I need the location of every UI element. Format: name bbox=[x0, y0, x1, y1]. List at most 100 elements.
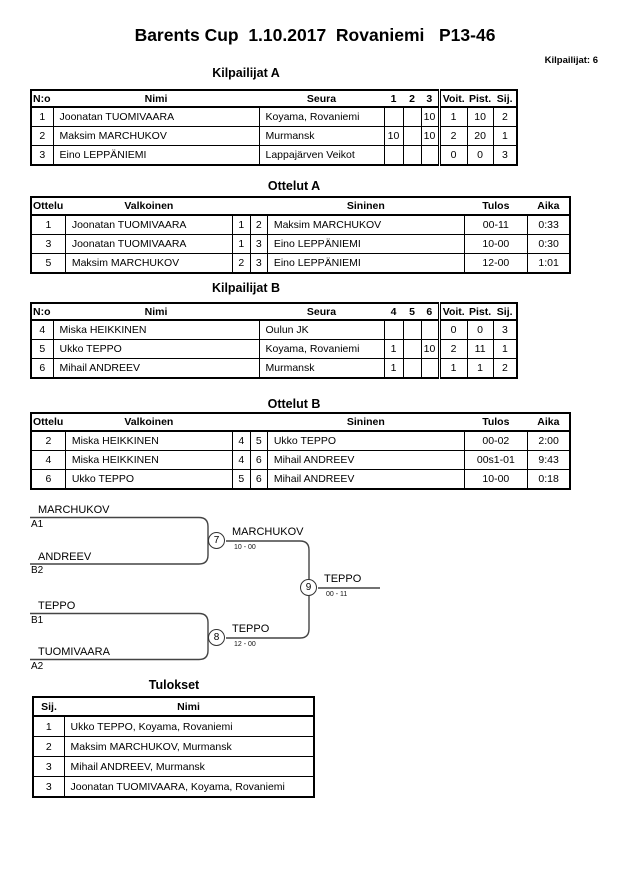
header-cell bbox=[250, 413, 268, 432]
header-cell: 4 bbox=[384, 303, 403, 321]
section-heading-ottelut-b: Ottelut B bbox=[267, 397, 321, 411]
cell: 00s1-01 bbox=[463, 450, 528, 470]
cell: Koyama, Rovaniemi bbox=[258, 106, 385, 127]
header-cell: N:o bbox=[31, 90, 53, 108]
cell: 00-02 bbox=[463, 430, 528, 451]
kilpailijat-b-table: N:o Nimi Seura 4 5 6 Voit. Pist. Sij. 4 … bbox=[30, 302, 519, 379]
header-cell: 6 bbox=[421, 303, 439, 321]
cell: Eino LEPPÄNIEMI bbox=[52, 145, 260, 166]
header-row: N:o Nimi Seura 1 2 3 Voit. Pist. Sij. bbox=[31, 90, 518, 108]
table-row: 3 Eino LEPPÄNIEMI Lappajärven Veikot 0 0… bbox=[30, 145, 518, 166]
table-row: 3 Joonatan TUOMIVAARA, Koyama, Rovaniemi bbox=[32, 776, 315, 798]
header-cell: Sij. bbox=[493, 303, 518, 321]
table-row: 3 Mihail ANDREEV, Murmansk bbox=[32, 756, 315, 777]
cell: Ukko TEPPO bbox=[64, 469, 233, 490]
cell: 9:43 bbox=[526, 450, 571, 470]
cell: 10 bbox=[383, 126, 404, 146]
cell: Maksim MARCHUKOV bbox=[64, 253, 233, 274]
cell: 1 bbox=[383, 358, 404, 379]
cell: 0 bbox=[437, 145, 468, 166]
bracket-entry-seed: A2 bbox=[31, 661, 44, 672]
cell: 1 bbox=[466, 358, 494, 379]
header-cell: Ottelu bbox=[31, 197, 66, 216]
cell: Murmansk bbox=[258, 358, 385, 379]
cell: Joonatan TUOMIVAARA, Koyama, Rovaniemi bbox=[63, 776, 315, 798]
bracket-lines bbox=[30, 516, 380, 661]
bracket-entry-seed: B1 bbox=[31, 615, 44, 626]
cell: 10-00 bbox=[463, 469, 528, 490]
header-row: Sij. Nimi bbox=[33, 697, 314, 717]
cell: Murmansk bbox=[258, 126, 385, 146]
section-heading-kilpailijat-a: Kilpailijat A bbox=[212, 66, 280, 80]
cell bbox=[402, 126, 422, 146]
header-cell: Ottelu bbox=[31, 413, 66, 432]
match-number-badge: 8 bbox=[208, 629, 225, 646]
competitors-count: Kilpailijat: 6 bbox=[544, 55, 598, 66]
cell: 0:18 bbox=[526, 469, 571, 490]
cell: Mihail ANDREEV bbox=[266, 450, 465, 470]
header-cell: 1 bbox=[384, 90, 403, 108]
cell: 1 bbox=[30, 106, 54, 127]
cell bbox=[383, 145, 404, 166]
header-cell: Sij. bbox=[493, 90, 518, 108]
cell: 6 bbox=[30, 358, 54, 379]
bracket-entry-seed: B2 bbox=[31, 565, 44, 576]
bracket-match-score: 00 - 11 bbox=[326, 591, 348, 598]
header-cell: Tulos bbox=[464, 413, 528, 432]
table-row: 2 Maksim MARCHUKOV, Murmansk bbox=[32, 736, 315, 757]
cell: 2 bbox=[437, 339, 468, 359]
cell bbox=[420, 319, 440, 340]
cell: 6 bbox=[30, 469, 66, 490]
header-cell: Sij. bbox=[33, 697, 64, 717]
cell: Miska HEIKKINEN bbox=[64, 430, 233, 451]
table-row: 2 Maksim MARCHUKOV Murmansk 10 10 2 20 1 bbox=[30, 126, 518, 146]
cell: 0:30 bbox=[526, 234, 571, 254]
cell: 20 bbox=[466, 126, 494, 146]
header-cell bbox=[232, 197, 251, 216]
table-row: 4 Miska HEIKKINEN 4 6 Mihail ANDREEV 00s… bbox=[30, 450, 571, 470]
table-row: 4 Miska HEIKKINEN Oulun JK 0 0 3 bbox=[30, 319, 518, 340]
cell: Joonatan TUOMIVAARA bbox=[64, 214, 233, 235]
bracket-winner-name: MARCHUKOV bbox=[232, 526, 304, 538]
cell: 1 bbox=[32, 715, 65, 737]
cell: 1 bbox=[30, 214, 66, 235]
cell bbox=[383, 106, 404, 127]
header-cell: Valkoinen bbox=[65, 197, 233, 216]
cell: Lappajärven Veikot bbox=[258, 145, 385, 166]
section-heading-ottelut-a: Ottelut A bbox=[267, 179, 321, 193]
cell: 6 bbox=[249, 469, 268, 490]
cell: 3 bbox=[30, 145, 54, 166]
cell: Ukko TEPPO bbox=[52, 339, 260, 359]
tulokset-table: Sij. Nimi 1 Ukko TEPPO, Koyama, Rovaniem… bbox=[32, 696, 315, 798]
cell: Eino LEPPÄNIEMI bbox=[266, 253, 465, 274]
cell: 3 bbox=[32, 756, 65, 777]
header-cell: Seura bbox=[259, 90, 384, 108]
cell: Joonatan TUOMIVAARA bbox=[64, 234, 233, 254]
header-cell bbox=[250, 197, 268, 216]
cell: 0 bbox=[466, 319, 494, 340]
cell: Eino LEPPÄNIEMI bbox=[266, 234, 465, 254]
bracket-match-score: 10 - 00 bbox=[234, 544, 256, 551]
cell: 2 bbox=[492, 358, 518, 379]
bracket-entry-name: ANDREEV bbox=[38, 551, 92, 563]
cell: 10-00 bbox=[463, 234, 528, 254]
bracket-entry-name: TUOMIVAARA bbox=[38, 646, 110, 658]
page-title: Barents Cup 1.10.2017 Rovaniemi P13-46 bbox=[134, 25, 496, 45]
cell bbox=[402, 358, 422, 379]
header-cell: Valkoinen bbox=[65, 413, 233, 432]
cell: 2 bbox=[30, 126, 54, 146]
header-cell: 3 bbox=[421, 90, 439, 108]
header-cell: Tulos bbox=[464, 197, 528, 216]
cell bbox=[383, 319, 404, 340]
table-row: 5 Maksim MARCHUKOV 2 3 Eino LEPPÄNIEMI 1… bbox=[30, 253, 571, 274]
header-cell: Nimi bbox=[53, 90, 259, 108]
cell: 1 bbox=[492, 126, 518, 146]
header-cell: Pist. bbox=[467, 303, 494, 321]
cell: 3 bbox=[249, 234, 268, 254]
cell: Maksim MARCHUKOV bbox=[52, 126, 260, 146]
table-row: 3 Joonatan TUOMIVAARA 1 3 Eino LEPPÄNIEM… bbox=[30, 234, 571, 254]
cell: 0 bbox=[437, 319, 468, 340]
cell: 5 bbox=[30, 253, 66, 274]
cell: 00-11 bbox=[463, 214, 528, 235]
